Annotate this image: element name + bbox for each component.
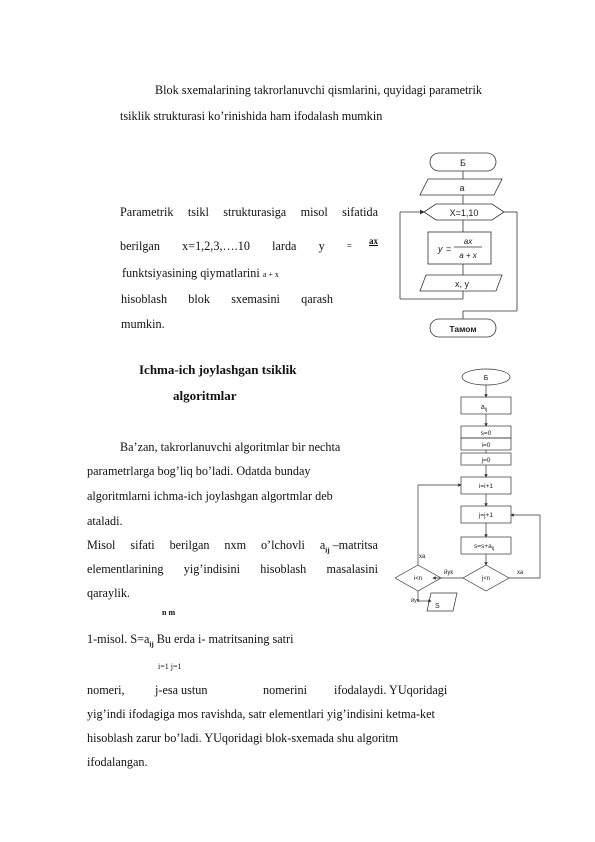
intro-line-1: Blok sxemalarining takrorlanuvchi qismla… bbox=[155, 83, 556, 97]
start-label-2: Б bbox=[484, 375, 489, 382]
body-line-8: 1-misol. S=aij Bu erda i- matritsaning s… bbox=[87, 632, 293, 651]
section-title-2: algoritmlar bbox=[173, 388, 237, 403]
i-init-label: i=0 bbox=[482, 442, 491, 449]
param-line-3: funktsiyasining qiymatlarini a + x bbox=[122, 266, 279, 282]
word: misol bbox=[300, 205, 328, 219]
word: berilgan bbox=[120, 239, 160, 253]
acc-label: s=s+aij bbox=[474, 543, 494, 552]
loop-label: X=1,10 bbox=[450, 208, 479, 218]
body-line-5: Misol sifati berilgan nxm o’lchovli aij … bbox=[87, 538, 378, 557]
param-line-4: hisoblash blok sxemasini qarash bbox=[121, 292, 333, 306]
word: nxm bbox=[224, 538, 247, 552]
example-sub: ij bbox=[149, 640, 154, 649]
yes-label-i: ха bbox=[419, 554, 426, 560]
body-line-10: yig’indi ifodagiga mos ravishda, satr el… bbox=[87, 707, 435, 721]
word: Misol bbox=[87, 538, 116, 552]
sum-upper-limits: n m bbox=[162, 608, 176, 617]
intro-line-2: tsiklik strukturasi ko’rinishida ham ifo… bbox=[120, 109, 383, 123]
word: nomeri, bbox=[87, 683, 125, 697]
input-label: a bbox=[459, 183, 464, 193]
body-line-6: elementlarining yig’indisini hisoblash m… bbox=[87, 562, 378, 576]
fraction-den: a + x bbox=[459, 251, 478, 260]
output-parallelogram bbox=[419, 274, 503, 292]
body-line-11: hisoblash zarur bo’ladi. YUqoridagi blok… bbox=[87, 731, 399, 745]
body-line-4: ataladi. bbox=[87, 514, 123, 528]
word: elementlarining bbox=[87, 562, 164, 576]
body-line-2: parametrlarga bog’liq bo’ladi. Odatda bu… bbox=[87, 464, 311, 478]
word: yig’indisini bbox=[183, 562, 240, 576]
input-label-2: aij bbox=[481, 404, 487, 413]
body-line-7: qaraylik. bbox=[87, 586, 130, 600]
fraction-num: ax bbox=[464, 237, 473, 246]
body-line-1: Ba’zan, takrorlanuvchi algoritmlar bir n… bbox=[120, 440, 341, 454]
sum-lower-limits: i=1 j=1 bbox=[158, 662, 182, 671]
param-line-1: Parametrik tsikl strukturasiga misol sif… bbox=[120, 205, 378, 219]
output-label-2: S bbox=[435, 603, 440, 610]
param-line-2: berilgan x=1,2,3,….10 larda y = bbox=[120, 239, 352, 253]
flowchart-parametric: Б a X=1,10 y = ax a + x x, y Тамом bbox=[399, 152, 518, 338]
matrix-symbol: aij –matritsa bbox=[320, 538, 378, 557]
word: sifati bbox=[130, 538, 155, 552]
matrix-letter: a bbox=[319, 538, 326, 552]
input-letter: a bbox=[481, 404, 485, 411]
word: strukturasiga bbox=[223, 205, 287, 219]
word: sxemasini bbox=[231, 292, 280, 306]
word: = bbox=[346, 241, 352, 251]
word: hisoblash bbox=[260, 562, 307, 576]
yes-label-j: ха bbox=[517, 570, 524, 576]
eq-sign: = bbox=[446, 244, 451, 254]
word: y bbox=[318, 239, 325, 253]
output-label: x, y bbox=[455, 279, 470, 289]
example-text: Bu erda i- matritsaning satri bbox=[153, 632, 294, 646]
word: ifodalaydi. YUqoridagi bbox=[334, 683, 448, 697]
word: o’lchovli bbox=[260, 538, 305, 552]
process-block bbox=[427, 231, 492, 265]
word: larda bbox=[272, 239, 297, 253]
word: qarash bbox=[301, 292, 333, 306]
word: nomerini bbox=[263, 683, 308, 697]
inc-i-label: i=i+1 bbox=[479, 483, 493, 490]
acc-text: s=s+a bbox=[474, 543, 492, 550]
output-block bbox=[426, 592, 458, 612]
no-label-j: йук bbox=[444, 569, 453, 576]
inc-j-label: j=j+1 bbox=[478, 512, 493, 519]
cond-i-label: i<n bbox=[414, 576, 422, 582]
matrix-sub: ij bbox=[325, 546, 330, 555]
param-line-3-text: funktsiyasining qiymatlarini bbox=[122, 266, 260, 280]
example-label: 1-misol. S=a bbox=[87, 632, 150, 646]
formula-denominator: a + x bbox=[262, 270, 279, 279]
body-line-3: algoritmlarni ichma-ich joylashgan algor… bbox=[87, 489, 333, 503]
y-lhs: y bbox=[437, 244, 443, 254]
word: x=1,2,3,….10 bbox=[182, 239, 250, 253]
word: berilgan bbox=[169, 538, 210, 552]
word: j-esa ustun bbox=[155, 683, 208, 697]
end-label: Тамом bbox=[449, 324, 476, 334]
word: hisoblash bbox=[121, 292, 168, 306]
end-terminal bbox=[429, 318, 497, 338]
cond-j-label: j<n bbox=[481, 576, 490, 582]
word: tsikl bbox=[187, 205, 209, 219]
word: masalasini bbox=[326, 562, 378, 576]
flowchart-nested: Б aij s=0 i=0 j=0 i=i+1 j=j+1 s=s+aij j<… bbox=[395, 368, 541, 612]
word: –matritsa bbox=[332, 538, 378, 552]
j-init-label: j=0 bbox=[481, 457, 491, 464]
s-init-label: s=0 bbox=[481, 430, 492, 437]
word: Parametrik bbox=[120, 205, 174, 219]
input-sub: ij bbox=[485, 407, 487, 413]
word: blok bbox=[188, 292, 210, 306]
no-label-i: йук bbox=[411, 597, 420, 604]
intro-line-1-text: Blok sxemalarining takrorlanuvchi qismla… bbox=[155, 83, 482, 97]
param-line-5: mumkin. bbox=[121, 317, 165, 331]
acc-sub: ij bbox=[492, 546, 494, 552]
body-line-12: ifodalangan. bbox=[87, 755, 148, 769]
input-parallelogram bbox=[419, 178, 503, 196]
section-title-1: Ichma-ich joylashgan tsiklik bbox=[139, 362, 297, 377]
word: sifatida bbox=[342, 205, 378, 219]
start-label: Б bbox=[460, 158, 466, 168]
cond-j-diamond bbox=[462, 564, 510, 592]
formula-numerator: ax bbox=[369, 236, 378, 246]
